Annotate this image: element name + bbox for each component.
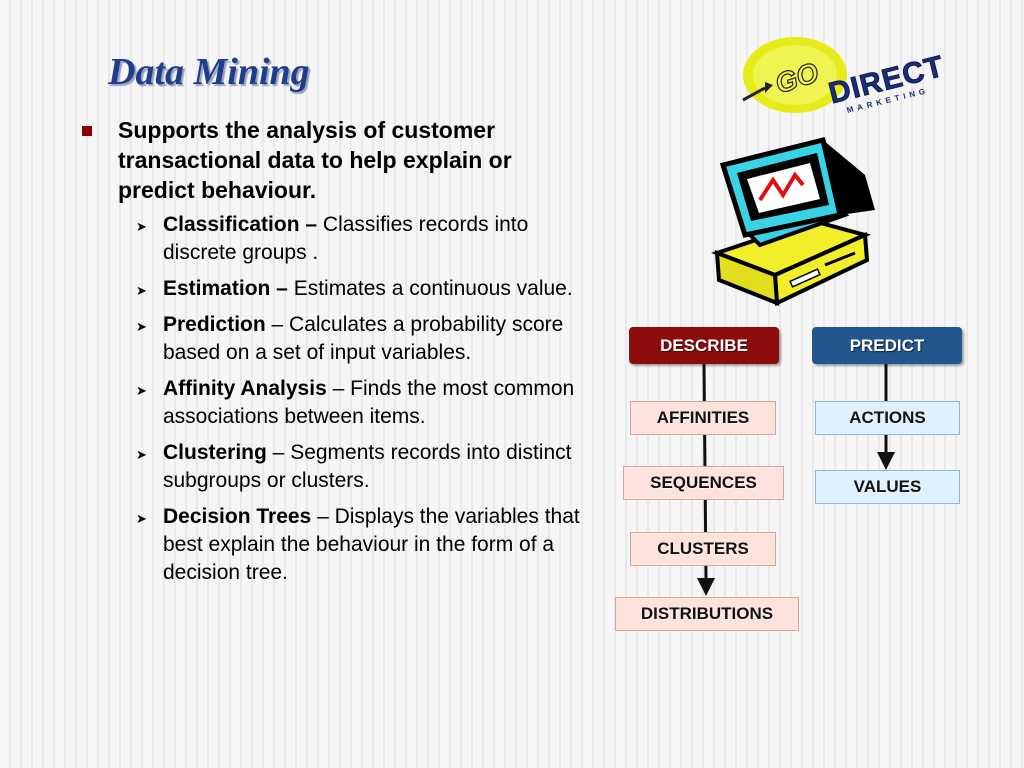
- describe-item-clusters: CLUSTERS: [630, 532, 776, 566]
- sub-bullet-term: Decision Trees: [163, 505, 312, 528]
- predict-header: PREDICT: [812, 327, 962, 364]
- sub-bullet-desc: – Finds the most common associations bet…: [163, 377, 575, 428]
- main-bullet: Supports the analysis of customer transa…: [80, 115, 580, 205]
- describe-arrowhead: [697, 578, 715, 596]
- predict-arrowhead: [877, 452, 895, 470]
- sub-bullet-affinity-analysis: ➤ Affinity Analysis – Finds the most com…: [80, 375, 580, 431]
- sub-bullet-desc: – Displays the variables that best expla…: [163, 505, 580, 584]
- sub-bullet-prediction: ➤ Prediction – Calculates a probability …: [80, 311, 580, 367]
- computer-icon: [711, 136, 875, 307]
- sub-bullet-classification: ➤ Classification – Classifies records in…: [80, 211, 580, 267]
- describe-item-affinities: AFFINITIES: [630, 401, 776, 435]
- sub-bullet-decision-trees: ➤ Decision Trees – Displays the variable…: [80, 503, 580, 587]
- sub-bullet-desc: Estimates a continuous value.: [287, 277, 573, 300]
- sub-bullet-desc: – Calculates a probability score based o…: [163, 313, 564, 364]
- sub-bullet-desc: – Segments records into distinct subgrou…: [163, 441, 572, 492]
- sub-bullet-term: Classification –: [163, 213, 318, 236]
- slide-title: Data Mining: [108, 51, 310, 93]
- arrow-bullet-icon: ➤: [136, 383, 147, 398]
- square-bullet-icon: [82, 126, 92, 136]
- sub-bullet-term: Prediction: [163, 313, 266, 336]
- arrow-bullet-icon: ➤: [136, 283, 147, 298]
- arrow-bullet-icon: ➤: [136, 447, 147, 462]
- describe-item-distributions: DISTRIBUTIONS: [615, 597, 799, 631]
- predict-item-values: VALUES: [815, 470, 960, 504]
- slide-content: Supports the analysis of customer transa…: [80, 115, 580, 595]
- sub-bullet-desc: Classifies records into discrete groups …: [163, 213, 529, 264]
- sub-bullet-term: Clustering: [163, 441, 267, 464]
- go-direct-marketing-logo: GO DIRECT MARKETING: [742, 37, 948, 115]
- sub-bullet-clustering: ➤ Clustering – Segments records into dis…: [80, 439, 580, 495]
- sub-bullet-term: Estimation –: [163, 277, 288, 300]
- describe-header: DESCRIBE: [629, 327, 779, 364]
- arrow-bullet-icon: ➤: [136, 219, 147, 234]
- sub-bullet-estimation: ➤ Estimation – Estimates a continuous va…: [80, 275, 580, 303]
- predict-item-actions: ACTIONS: [815, 401, 960, 435]
- arrow-bullet-icon: ➤: [136, 511, 147, 526]
- sub-bullet-list: ➤ Classification – Classifies records in…: [80, 211, 580, 587]
- describe-item-sequences: SEQUENCES: [623, 466, 784, 500]
- arrow-bullet-icon: ➤: [136, 319, 147, 334]
- sub-bullet-term: Affinity Analysis: [163, 377, 327, 400]
- main-bullet-text: Supports the analysis of customer transa…: [118, 117, 512, 203]
